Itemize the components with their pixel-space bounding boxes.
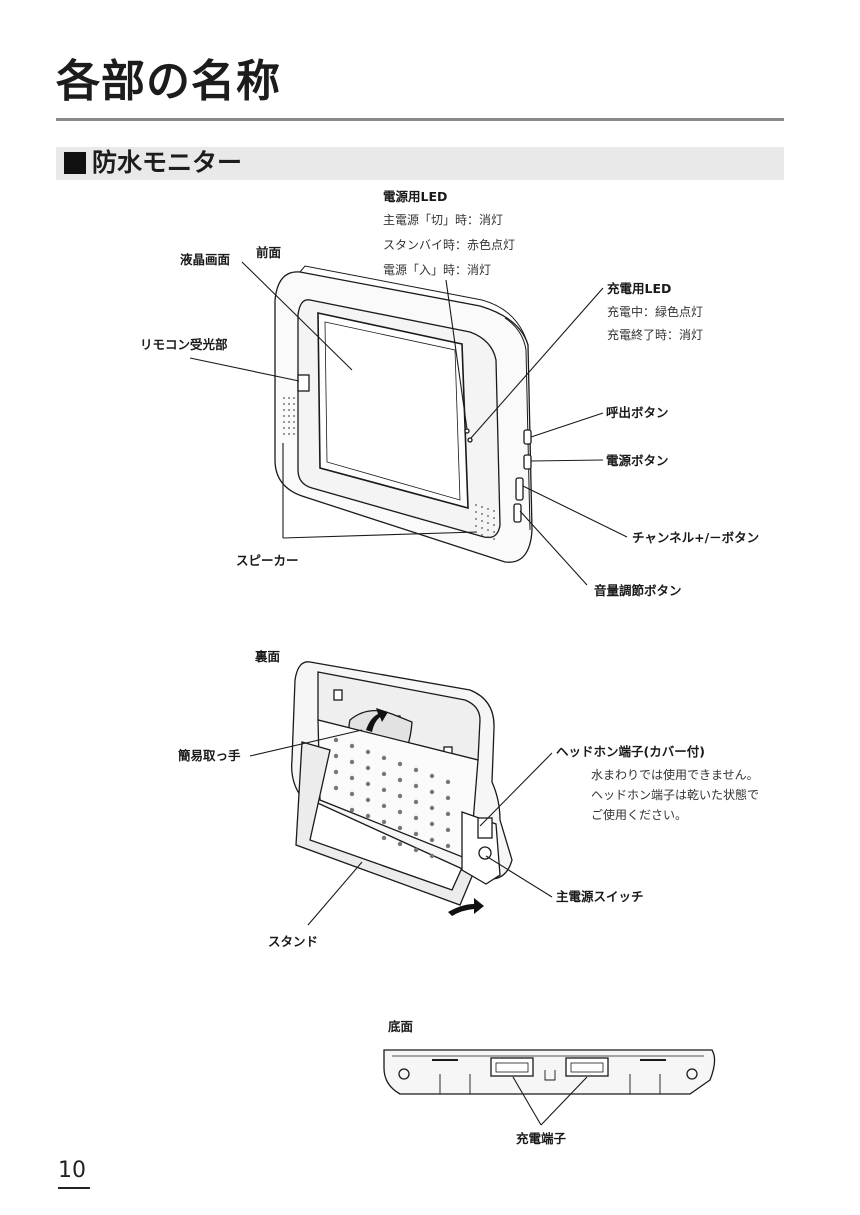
bottom-view-label: 底面: [388, 1019, 414, 1034]
label-lcd: 液晶画面: [180, 252, 231, 267]
bottom-leader-lines: [512, 1076, 588, 1126]
label-call-button: 呼出ボタン: [606, 405, 669, 420]
headphone-line-1: 水まわりでは使用できません。: [591, 768, 759, 782]
back-vent-holes: [333, 737, 451, 859]
label-volume-button: 音量調節ボタン: [594, 583, 682, 598]
title-rule: [56, 118, 784, 121]
section-square-icon: [64, 152, 86, 174]
arrow-icon-handle: [366, 708, 388, 732]
label-power-led: 電源用LED: [383, 189, 448, 204]
power-led-line-3: 電源「入」時：消灯: [383, 263, 492, 277]
label-power-button: 電源ボタン: [606, 453, 669, 468]
section-title: 防水モニター: [92, 148, 243, 177]
power-led-line-2: スタンバイ時：赤色点灯: [383, 238, 516, 252]
back-leader-lines: [249, 729, 553, 926]
charge-led-line-1: 充電中：緑色点灯: [607, 305, 704, 319]
arrow-icon-stand: [448, 898, 484, 916]
page-number-underline: [58, 1187, 90, 1189]
headphone-line-3: ご使用ください。: [591, 808, 688, 822]
label-remote-receiver: リモコン受光部: [140, 337, 228, 352]
label-handle: 簡易取っ手: [178, 748, 241, 763]
label-headphone: ヘッドホン端子(カバー付): [556, 744, 705, 759]
page-number: 10: [58, 1158, 86, 1183]
back-view-label: 裏面: [255, 649, 281, 664]
label-speaker: スピーカー: [236, 553, 299, 568]
bottom-view-illustration: [383, 1049, 716, 1095]
front-monitor-illustration: [274, 265, 533, 563]
label-main-switch: 主電源スイッチ: [556, 889, 644, 904]
label-stand: スタンド: [268, 934, 319, 949]
charge-led-line-2: 充電終了時：消灯: [607, 328, 704, 342]
front-view-label: 前面: [256, 245, 282, 260]
label-charge-led: 充電用LED: [607, 281, 672, 296]
page-title: 各部の名称: [56, 56, 281, 107]
section-bar: [56, 147, 784, 180]
headphone-line-2: ヘッドホン端子は乾いた状態で: [591, 788, 760, 802]
label-charge-terminal: 充電端子: [516, 1131, 567, 1146]
power-led-line-1: 主電源「切」時：消灯: [383, 213, 504, 227]
label-channel-button: チャンネル+/－ボタン: [632, 530, 760, 545]
back-monitor-illustration: [291, 661, 513, 906]
front-leader-lines: [189, 261, 628, 586]
